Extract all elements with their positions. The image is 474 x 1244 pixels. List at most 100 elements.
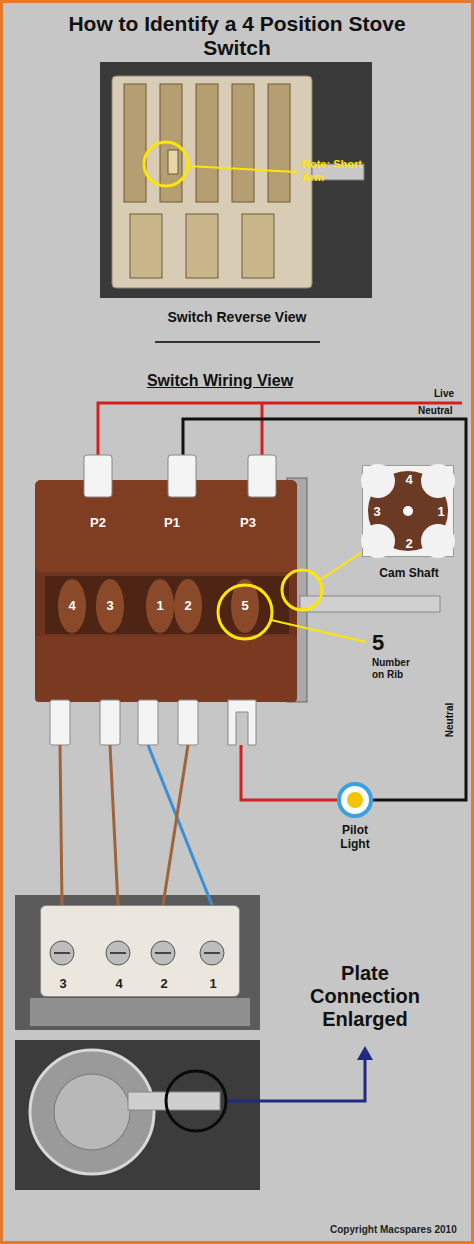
hotplate-centre [54,1074,130,1150]
terminal-label: 1 [156,599,163,614]
bottom-terminal [50,700,70,745]
screw [50,941,74,965]
cam [96,579,124,633]
contact [268,84,290,202]
switch-reverse-photo [100,62,372,298]
arrow-head [357,1046,373,1060]
cam [174,579,202,633]
contact [124,84,146,202]
leader-line [320,552,362,580]
cam [146,579,174,633]
cam-bore [403,506,413,516]
live-wire [261,403,264,458]
terminal-label: P1 [164,516,180,531]
screw [151,941,175,965]
terminal-label: 2 [160,977,167,992]
cam [58,579,86,633]
terminal-label: 4 [115,977,122,992]
box-heading: Cam Shaft [379,567,438,581]
screw [106,941,130,965]
top-terminal [168,455,196,497]
wire [110,745,118,905]
leader-line [271,620,366,642]
screw-slot [204,952,220,954]
cam-notch [421,524,455,558]
terminal [130,214,162,278]
bridged-terminal [228,700,256,745]
bottom-terminal [100,700,120,745]
wire-label: Live [434,388,454,400]
contact [232,84,254,202]
callout-note: Number on Rib [372,657,422,680]
wire [60,745,62,905]
bottom-terminal [138,700,158,745]
pointer-arrow [228,1058,365,1101]
screw-slot [54,952,70,954]
wire [148,745,212,905]
photo-ground [100,62,372,298]
contact [196,84,218,202]
plate-terminal-block: 3 4 2 1 [40,905,240,997]
pilot-light: Pilot Light [337,782,373,818]
highlight-circle [282,570,322,610]
wire [241,745,337,800]
terminal-label: P2 [90,516,106,531]
title: How to Identify a 4 Position Stove Switc… [67,12,407,60]
switch-body: P2 P1 P3 4 3 1 2 5 [35,455,300,745]
wire [163,745,188,905]
terminal-label: 3 [373,505,380,520]
terminal-label: 3 [59,977,66,992]
leader-line [188,166,297,172]
lamp-centre [347,792,363,808]
wire-label: Neutral [418,405,452,417]
section-heading: Switch Wiring View [147,372,293,390]
highlight-circle [144,142,188,186]
terminal-label: P3 [240,516,256,531]
cam-notch [361,464,395,498]
copyright: Copyright Macspares 2010 [330,1224,457,1236]
wire-label: Neutral [444,703,456,737]
terminal-label: 3 [106,599,113,614]
terminal-label: 2 [405,537,412,552]
hotplate-photo [15,1040,373,1190]
top-terminal [248,455,276,497]
screw [200,941,224,965]
screw-slot [110,952,126,954]
terminal-label: 1 [437,505,444,520]
terminal-label: 2 [184,599,191,614]
switch-housing [112,76,312,288]
terminal-label: 5 [241,599,248,614]
terminal-label: 4 [68,599,75,614]
lamp-symbol [337,782,373,818]
caption: Switch Reverse View [167,309,306,325]
photo-ground [15,1040,260,1190]
cam-notch [361,524,395,558]
metal-strip [30,998,250,1026]
photo-ground [15,895,260,1030]
lower-slab [35,636,297,702]
live-wire [98,403,462,458]
cam-shaft-box: 4312Cam Shaft [362,465,454,557]
lamp-label: Pilot Light [333,824,377,852]
photo-heading: Plate Connection Enlarged [290,962,440,1031]
top-terminal [84,455,112,497]
short-arm [168,150,178,174]
divider [155,341,320,343]
plate-photo [15,895,260,1030]
lamp-ring [339,784,371,816]
note: Note: Short Arm [302,158,364,183]
terminal-label: 4 [405,473,412,488]
terminal-label: 1 [209,977,216,992]
highlight-circle [166,1071,226,1131]
callout-number: 5 [372,630,384,655]
screw-slot [155,952,171,954]
terminal-strip [128,1092,220,1110]
bottom-terminal [178,700,198,745]
hotplate [30,1050,154,1174]
terminal [186,214,218,278]
cam-notch [421,464,455,498]
terminal [242,214,274,278]
